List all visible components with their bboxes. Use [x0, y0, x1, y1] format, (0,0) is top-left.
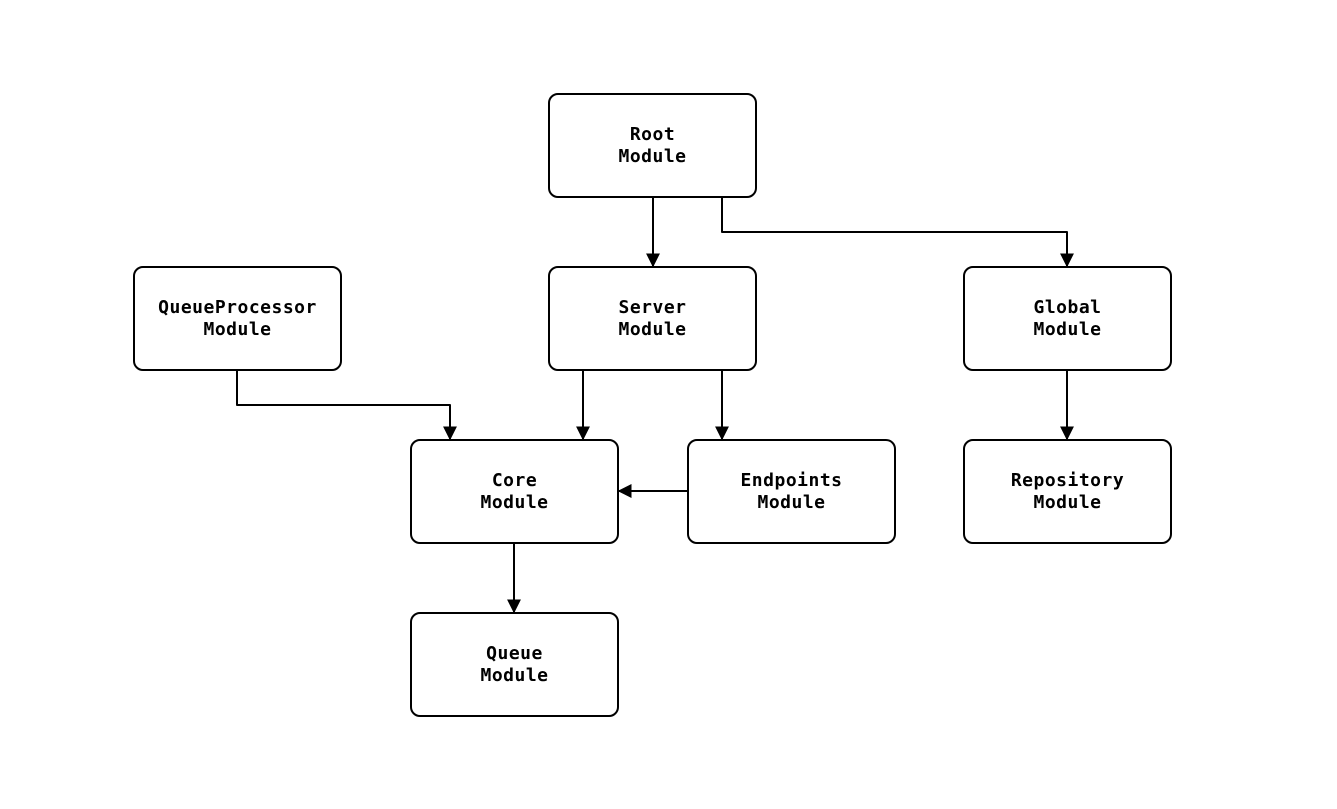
- node-label-line: Module: [1033, 491, 1102, 513]
- node-label-line: QueueProcessor: [158, 296, 317, 318]
- node-label-line: Endpoints: [740, 469, 843, 491]
- node-label-line: Repository: [1010, 469, 1125, 491]
- node-label-line: Module: [757, 491, 826, 513]
- node-label-line: Queue: [486, 642, 543, 664]
- node-label-line: Module: [480, 491, 549, 513]
- edge-root-module-to-global-module: [721, 198, 1074, 268]
- node-label-line: Module: [480, 664, 549, 686]
- node-label-line: Core: [491, 469, 538, 491]
- node-label-line: Module: [203, 318, 272, 340]
- edge-queueprocessor-module-to-core-module: [236, 371, 457, 441]
- node-label-line: Module: [1033, 318, 1102, 340]
- node-label-line: Module: [618, 318, 687, 340]
- node-label-line: Module: [618, 145, 687, 167]
- node-label-line: Root: [629, 123, 676, 145]
- node-label-line: Global: [1033, 296, 1102, 318]
- node-label-line: Server: [618, 296, 687, 318]
